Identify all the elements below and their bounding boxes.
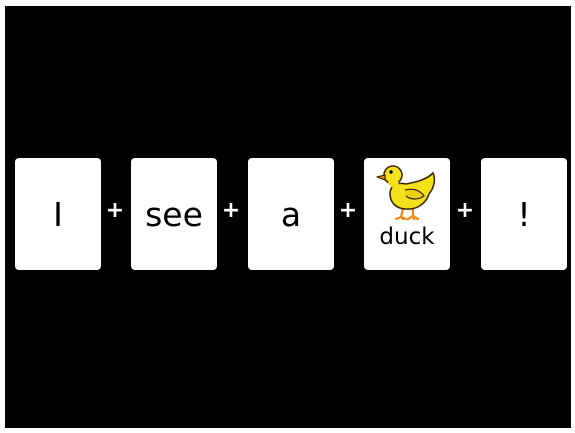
word-card-duck[interactable]: duck bbox=[364, 158, 450, 270]
plus-sign: + bbox=[455, 198, 475, 223]
word-card-exclamation[interactable]: ! bbox=[481, 158, 567, 270]
plus-sign: + bbox=[338, 198, 358, 223]
word-label: a bbox=[280, 194, 302, 234]
word-card-a[interactable]: a bbox=[248, 158, 334, 270]
word-card-i[interactable]: I bbox=[15, 158, 101, 270]
word-label: see bbox=[145, 194, 203, 234]
word-label: duck bbox=[379, 224, 435, 250]
word-label: I bbox=[53, 194, 63, 234]
word-label: ! bbox=[517, 194, 531, 234]
word-card-see[interactable]: see bbox=[131, 158, 217, 270]
plus-sign: + bbox=[221, 198, 241, 223]
sentence-board: I + see + a + duck + ! bbox=[5, 6, 571, 428]
duck-icon bbox=[376, 165, 436, 221]
plus-sign: + bbox=[105, 198, 125, 223]
